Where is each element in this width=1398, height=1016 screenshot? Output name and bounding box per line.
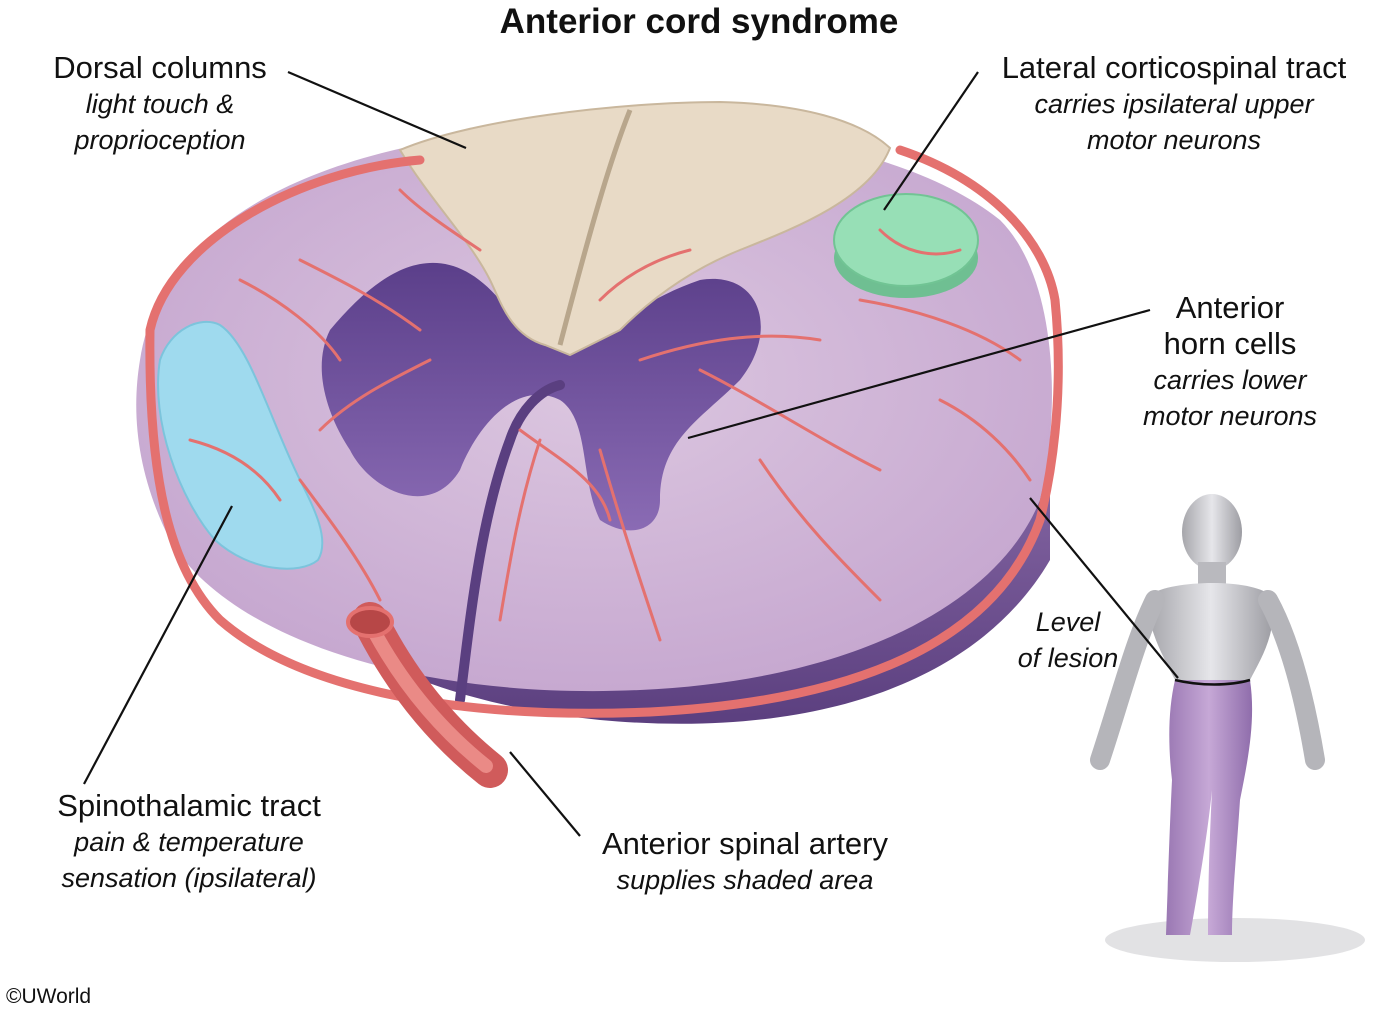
spinothalamic-desc-1: pain & temperature [74, 827, 304, 857]
lateral-corticospinal-desc-1: carries ipsilateral upper [1034, 89, 1314, 119]
anterior-horn-name-1: Anterior [1175, 290, 1285, 325]
diagram-title: Anterior cord syndrome [499, 2, 899, 41]
leader-lateral-corticospinal [883, 71, 979, 211]
leader-level-of-lesion [1029, 497, 1179, 679]
label-level-of-lesion: Level of lesion [1000, 604, 1136, 676]
leader-lines [83, 70, 1179, 837]
spinothalamic-name: Spinothalamic tract [57, 788, 321, 823]
level-of-lesion-2: of lesion [1017, 643, 1119, 673]
spinothalamic-desc-2: sensation (ipsilateral) [61, 863, 317, 893]
anterior-horn-name-2: horn cells [1163, 326, 1297, 361]
cord-vessels [188, 188, 1032, 642]
leader-dorsal-columns [287, 70, 467, 150]
dorsal-columns-region [398, 100, 892, 357]
anterior-spinal-artery-desc: supplies shaded area [616, 865, 874, 895]
dorsal-columns-desc-2: proprioception [74, 125, 246, 155]
leader-anterior-spinal-artery [509, 751, 581, 837]
leader-spinothalamic [83, 505, 233, 785]
lateral-corticospinal-desc-2: motor neurons [1086, 125, 1262, 155]
corticospinal-region [833, 193, 979, 287]
label-anterior-spinal-artery: Anterior spinal artery supplies shaded a… [580, 826, 910, 898]
label-dorsal-columns: Dorsal columns light touch & propriocept… [30, 50, 290, 158]
label-anterior-horn: Anterior horn cells carries lower motor … [1110, 290, 1350, 434]
dorsal-columns-desc-1: light touch & [85, 89, 235, 119]
anterior-horn-desc-2: motor neurons [1142, 401, 1318, 431]
label-spinothalamic: Spinothalamic tract pain & temperature s… [30, 788, 348, 896]
lateral-corticospinal-name: Lateral corticospinal tract [1001, 50, 1347, 85]
human-figure [1090, 494, 1365, 962]
anterior-spinal-artery-name: Anterior spinal artery [601, 826, 888, 861]
grey-matter [321, 262, 761, 531]
level-of-lesion-1: Level [1035, 607, 1101, 637]
spinothalamic-region [157, 320, 324, 570]
anterior-median-fissure [455, 380, 565, 705]
dorsal-median-sulcus [557, 109, 633, 346]
anterior-horn-desc-1: carries lower [1153, 365, 1307, 395]
leader-anterior-horn [687, 308, 1151, 440]
copyright: ©UWorld [6, 985, 92, 1008]
label-lateral-corticospinal: Lateral corticospinal tract carries ipsi… [978, 50, 1370, 158]
lesion-level-line [1174, 678, 1251, 686]
dorsal-columns-name: Dorsal columns [53, 50, 267, 85]
artery-lumen [346, 606, 394, 638]
vasocorona-ring [145, 145, 1063, 718]
